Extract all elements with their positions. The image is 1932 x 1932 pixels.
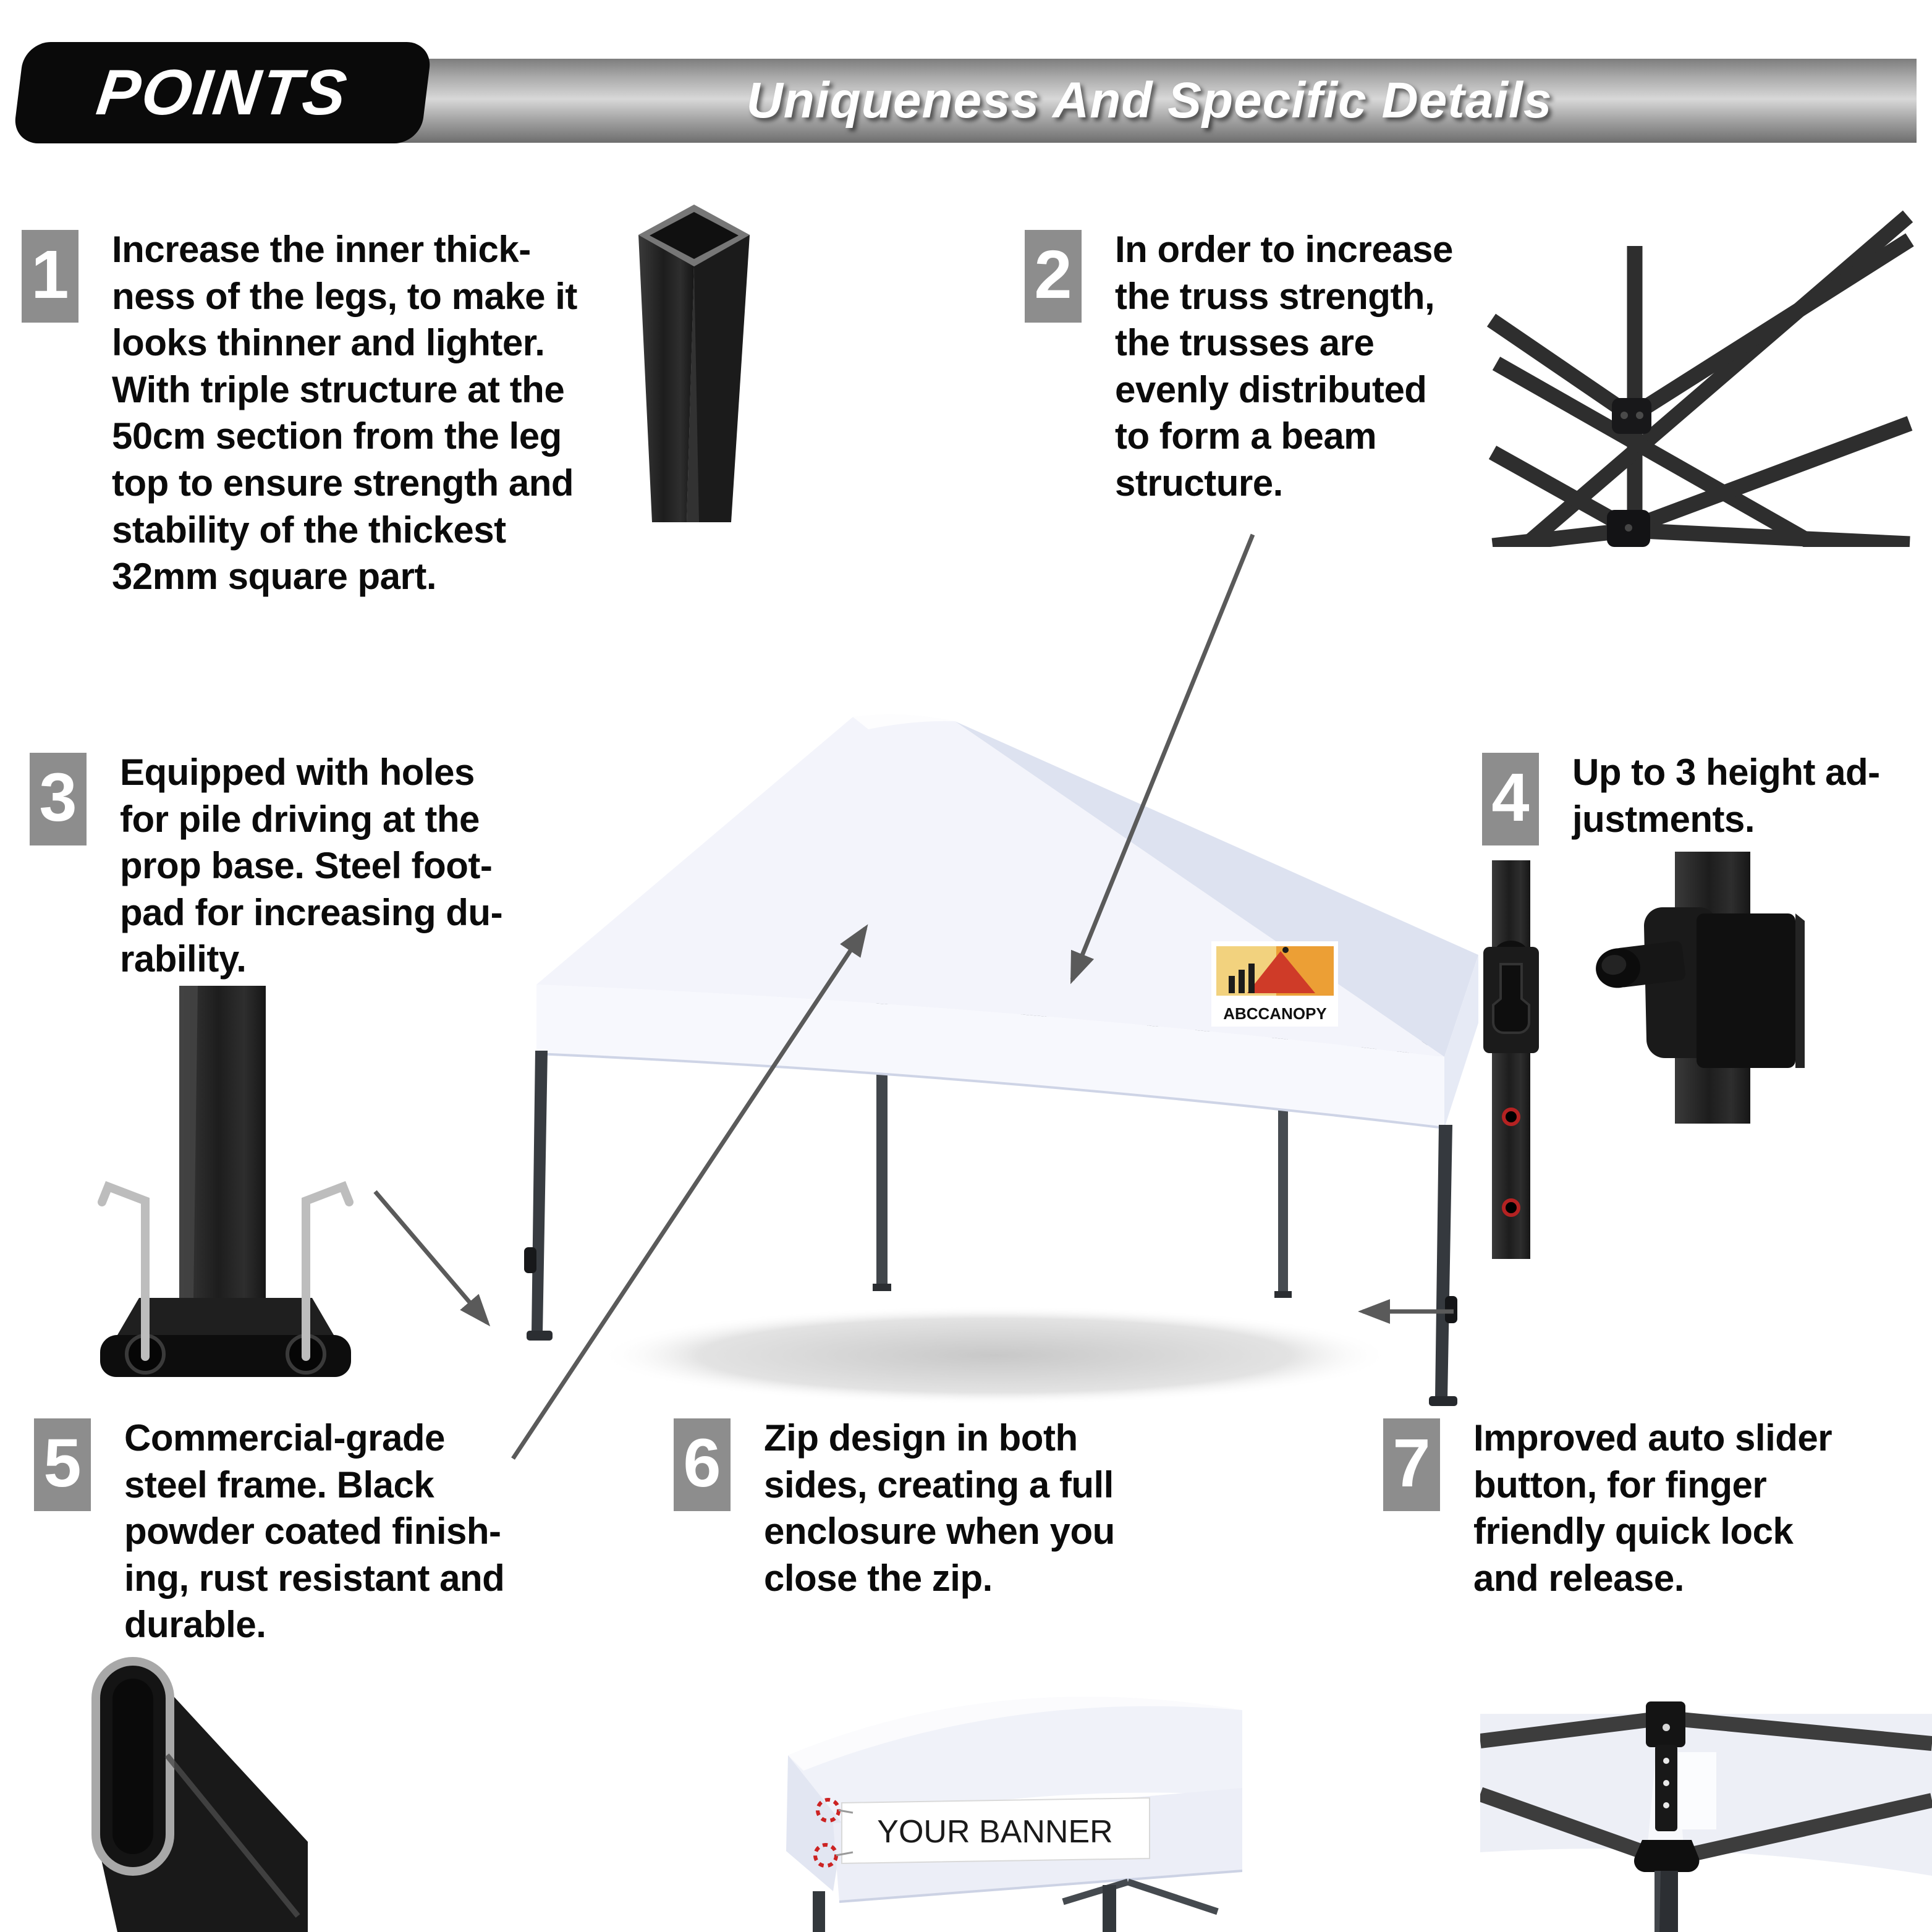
point-6-text: Zip design in both sides, creating a ful…: [764, 1417, 1115, 1599]
point-3-block: 3 Equipped with holes for pile driving a…: [30, 752, 503, 983]
height-hole-1: [1502, 1108, 1520, 1126]
leg-holes-illustration: [1483, 860, 1539, 1259]
tent-logo-patch: ABCCANOPY: [1211, 941, 1338, 1027]
slider-button: [1596, 941, 1685, 988]
point-3-text: Equipped with holes for pile driving at …: [120, 752, 503, 980]
footpad-illustration: [98, 986, 354, 1377]
tent-right-leg-adjuster: [1445, 1296, 1457, 1323]
point-2-text: In order to increase the truss strength,…: [1115, 229, 1453, 504]
point-1-block: 1 Increase the inner thick- ness of the …: [22, 229, 577, 600]
banner-inner-braces: [1062, 1878, 1219, 1915]
point-2-block: 2 In order to increase the truss strengt…: [1025, 229, 1453, 507]
point-5-badge: 5: [34, 1418, 91, 1511]
point-7-text: Improved auto slider button, for finger …: [1473, 1417, 1832, 1599]
slider-button-illustration: [1596, 852, 1805, 1124]
point-1-badge: 1: [22, 230, 78, 323]
point-5-text: Commercial-grade steel frame. Black powd…: [124, 1417, 505, 1646]
your-banner: YOUR BANNER: [841, 1797, 1150, 1865]
tent-front-right-leg: [1435, 1125, 1452, 1399]
tent-front-left-leg: [532, 1051, 548, 1333]
point-6-badge: 6: [674, 1418, 731, 1511]
point-1-text: Increase the inner thick- ness of the le…: [112, 229, 577, 598]
leg-bar: [1492, 860, 1530, 1259]
point-6-block: 6 Zip design in both sides, creating a f…: [674, 1417, 1115, 1601]
banner-corner-illustration: YOUR BANNER: [786, 1697, 1242, 1932]
point-4-block: 4 Up to 3 height ad- justments.: [1482, 752, 1880, 845]
header-points-plate: POINTS: [12, 42, 433, 143]
height-hole-2: [1502, 1198, 1520, 1217]
point-7-badge: 7: [1383, 1418, 1440, 1511]
point-4-text: Up to 3 height ad- justments.: [1572, 752, 1880, 840]
point-5-block: 5 Commercial-grade steel frame. Black po…: [34, 1417, 505, 1648]
square-tube-illustration: [638, 205, 750, 522]
inner-corner-illustration: [1480, 1701, 1932, 1932]
truss-structure-illustration: [1486, 210, 1914, 547]
banner-right-leg: [1103, 1885, 1116, 1932]
corner-lower-bracket: [1633, 1840, 1700, 1873]
tent-left-leg-adjuster: [524, 1247, 536, 1273]
tent-shadow: [600, 1306, 1391, 1405]
truss-hub-upper: [1612, 398, 1651, 434]
header-points-label: POINTS: [93, 56, 352, 129]
tent-logo-text: ABCCANOPY: [1223, 1004, 1327, 1023]
oval-tube-illustration: [91, 1657, 308, 1932]
banner-text: YOUR BANNER: [877, 1814, 1112, 1850]
point-3-badge: 3: [30, 753, 87, 845]
banner-left-leg: [813, 1891, 825, 1932]
arrow-footpad-to-leg: [373, 1190, 491, 1327]
header-subtitle: Uniqueness And Specific Details: [746, 72, 1553, 129]
point-4-badge: 4: [1482, 753, 1539, 845]
stake-hooks: [98, 1180, 354, 1361]
slider-housing: [1697, 913, 1795, 1068]
canopy-right-valance: [1444, 955, 1478, 1128]
point-7-block: 7 Improved auto slider button, for finge…: [1383, 1417, 1832, 1601]
corner-strip: [1655, 1745, 1677, 1831]
point-2-badge: 2: [1025, 230, 1082, 323]
header-subtitle-bar: Uniqueness And Specific Details: [382, 59, 1917, 143]
canopy-tent-illustration: ABCCANOPY: [524, 714, 1478, 1406]
zip-point-marker-bottom: [813, 1843, 838, 1868]
